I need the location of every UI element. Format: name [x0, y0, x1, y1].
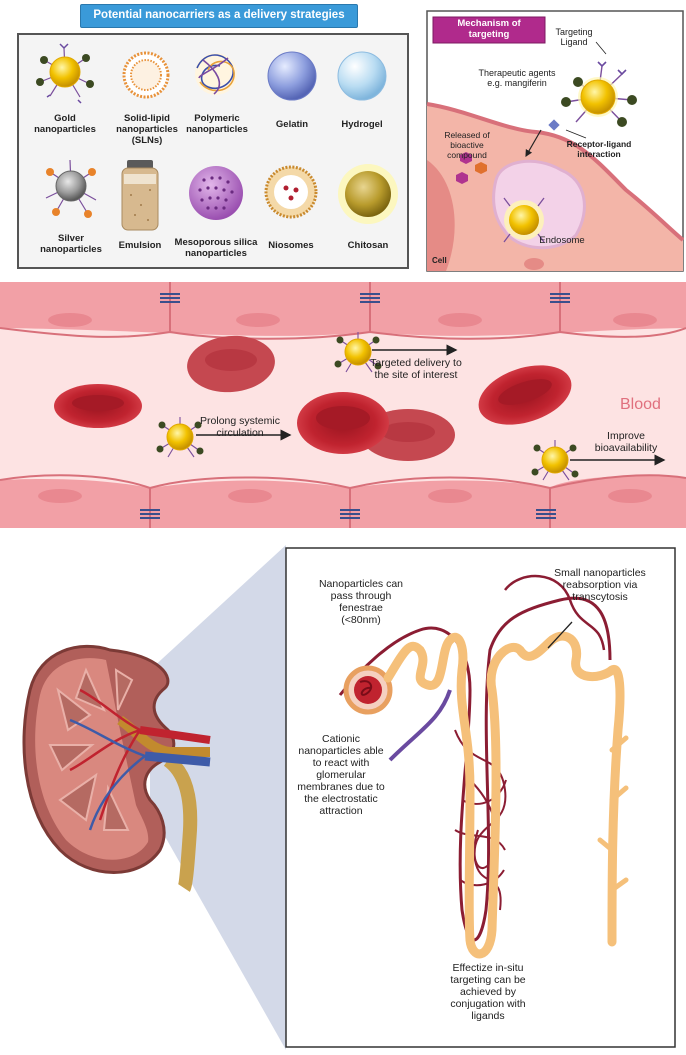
mesoporous-silica-icon [189, 166, 243, 220]
emulsion-jar-icon [121, 160, 159, 231]
label-effective-targeting: Effectize in-situ targeting can be achie… [450, 962, 526, 1023]
chitosan-sphere-icon [338, 164, 398, 224]
nephron-icon [338, 574, 629, 959]
label-chitosan: Chitosan [347, 240, 389, 251]
hydrogel-sphere-icon [337, 51, 387, 101]
label-gold-nanoparticles: Gold nanoparticles [34, 113, 96, 135]
gold-nanoparticle [156, 417, 204, 458]
label-transcytosis: Small nanoparticles reabsorption via tra… [554, 567, 646, 604]
label-receptor-ligand: Receptor-ligand interaction [566, 139, 632, 159]
label-mesoporous: Mesoporous silica nanoparticles [174, 237, 258, 259]
kidney-icon [22, 644, 211, 892]
nanocarriers-title: Potential nanocarriers as a delivery str… [93, 9, 345, 21]
red-blood-cell [54, 384, 142, 428]
nanocarriers-icons [36, 43, 398, 231]
mechanism-panel [426, 10, 684, 272]
gold-nanoparticle [334, 332, 382, 373]
label-blood: Blood [620, 396, 661, 413]
label-niosomes: Niosomes [268, 240, 314, 251]
label-improve-bioavailability: Improve bioavailability [594, 430, 658, 455]
gold-nanoparticle-icon [36, 43, 94, 104]
label-polymeric: Polymeric nanoparticles [186, 113, 248, 135]
gold-nanoparticle [531, 440, 579, 481]
label-cationic: Cationic nanoparticles able to react wit… [297, 733, 385, 818]
red-blood-cell [478, 365, 572, 425]
sln-icon [122, 51, 170, 99]
label-emulsion: Emulsion [118, 240, 162, 251]
label-targeting-ligand: Targeting Ligand [555, 27, 593, 48]
label-sln: Solid-lipid nanoparticles (SLNs) [116, 113, 178, 146]
label-prolong-circulation: Prolong systemic circulation [200, 415, 280, 440]
mechanism-title: Mechanism of targeting [457, 18, 521, 40]
silver-nanoparticle-icon [45, 159, 97, 218]
gelatin-sphere-icon [267, 51, 317, 101]
kidney-section [22, 545, 676, 1050]
polymeric-nanoparticle-icon [195, 53, 237, 95]
niosome-icon [264, 165, 318, 219]
blood-vessel [0, 282, 686, 528]
label-gelatin: Gelatin [275, 119, 309, 130]
label-fenestrae: Nanoparticles can pass through fenestrae… [318, 578, 404, 627]
label-released-bioactive: Released of bioactive compound [444, 130, 490, 160]
label-endosome: Endosome [539, 235, 585, 246]
label-therapeutic-agents: Therapeutic agents e.g. mangiferin [478, 68, 556, 89]
label-targeted-delivery: Targeted delivery to the site of interes… [370, 357, 462, 382]
red-blood-cell [187, 335, 275, 393]
label-cell: Cell [432, 256, 447, 265]
label-silver-nanoparticles: Silver nanoparticles [40, 233, 102, 255]
label-hydrogel: Hydrogel [341, 119, 383, 130]
nanocarriers-title-bar [80, 4, 358, 28]
red-blood-cell [297, 392, 389, 454]
